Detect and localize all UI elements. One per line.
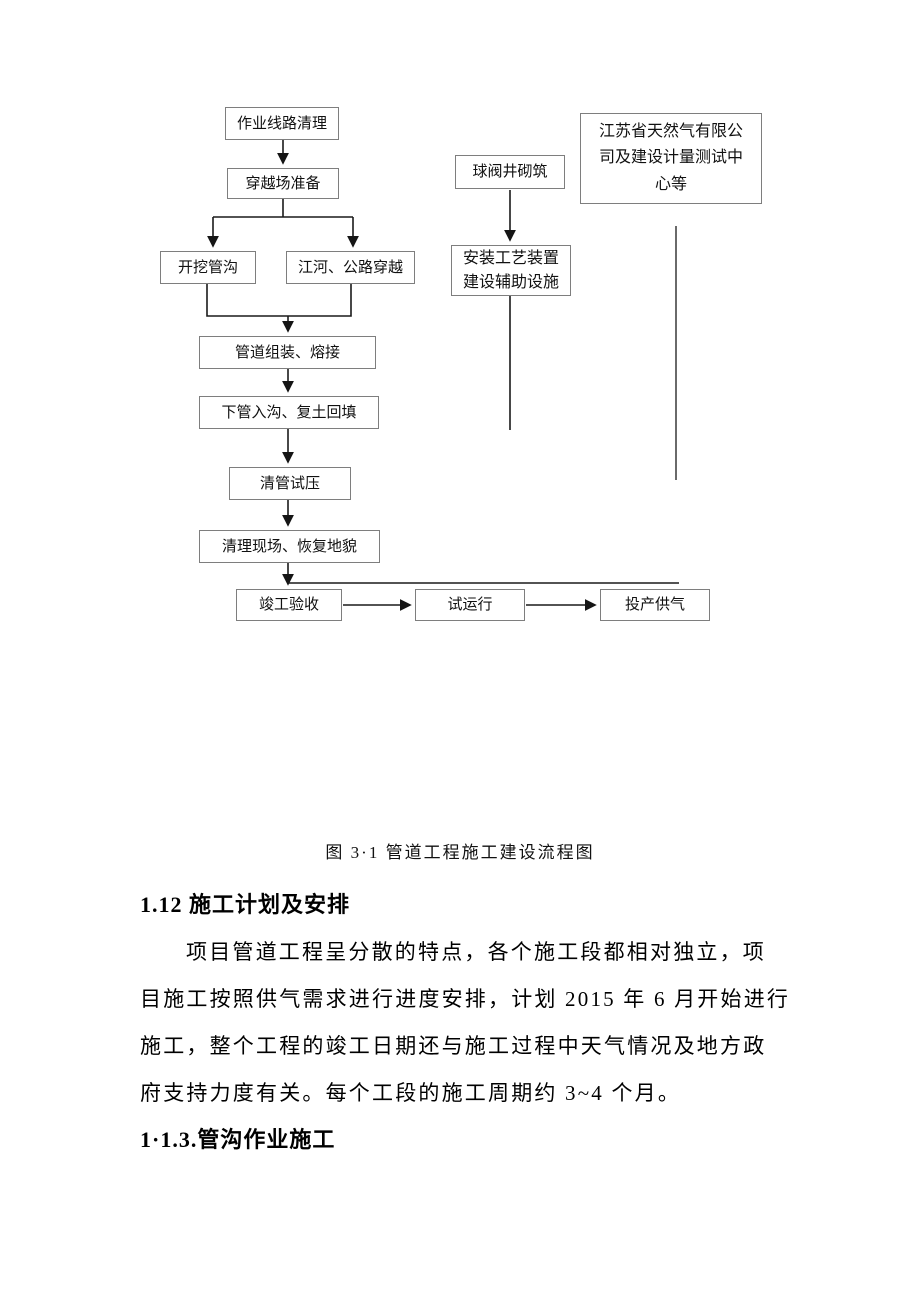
pipeline-construction-flowchart: 作业线路清理 穿越场准备 开挖管沟 江河、公路穿越 管道组装、熔接 下管入沟、复… bbox=[160, 107, 762, 621]
flow-box-site-cleanup: 清理现场、恢复地貌 bbox=[199, 530, 380, 563]
split-connector bbox=[213, 199, 353, 218]
section-heading-1-1-3: 1·1.3.管沟作业施工 bbox=[140, 1127, 336, 1152]
flow-box-trench-digging: 开挖管沟 bbox=[160, 251, 256, 284]
flow-box-pipe-assembly: 管道组装、熔接 bbox=[199, 336, 376, 369]
paragraph-line-1: 项目管道工程呈分散的特点，各个施工段都相对独立，项 bbox=[186, 940, 766, 964]
paragraph-line-2: 目施工按照供气需求进行进度安排，计划 2015 年 6 月开始进行 bbox=[140, 987, 791, 1011]
flow-box-completion-acceptance: 竣工验收 bbox=[236, 589, 342, 621]
merge-connector bbox=[206, 284, 352, 317]
flow-box-trial-run: 试运行 bbox=[415, 589, 525, 621]
paragraph-line-4: 府支持力度有关。每个工段的施工周期约 3~4 个月。 bbox=[140, 1081, 682, 1105]
flow-box-pigging-test: 清管试压 bbox=[229, 467, 351, 500]
flow-box-valve-well: 球阀井砌筑 bbox=[455, 155, 565, 189]
flow-box-company: 江苏省天然气有限公司及建设计量测试中心等 bbox=[580, 113, 762, 204]
figure-caption: 图 3·1 管道工程施工建设流程图 bbox=[325, 843, 595, 862]
flow-box-install-equipment-label: 安装工艺装置建设辅助设施 bbox=[462, 250, 559, 291]
flow-box-river-road-crossing: 江河、公路穿越 bbox=[286, 251, 415, 284]
paragraph-line-3: 施工，整个工程的竣工日期还与施工过程中天气情况及地方政 bbox=[140, 1034, 767, 1058]
flow-box-pipe-lowering: 下管入沟、复土回填 bbox=[199, 396, 379, 429]
flow-box-crossing-prep: 穿越场准备 bbox=[227, 168, 339, 199]
flow-box-gas-supply: 投产供气 bbox=[600, 589, 710, 621]
section-heading-1-12: 1.12 施工计划及安排 bbox=[140, 892, 351, 917]
flow-box-company-label: 江苏省天然气有限公司及建设计量测试中心等 bbox=[598, 122, 743, 193]
flow-box-install-equipment: 安装工艺装置建设辅助设施 bbox=[451, 245, 571, 296]
flow-box-line-clearing: 作业线路清理 bbox=[225, 107, 339, 140]
